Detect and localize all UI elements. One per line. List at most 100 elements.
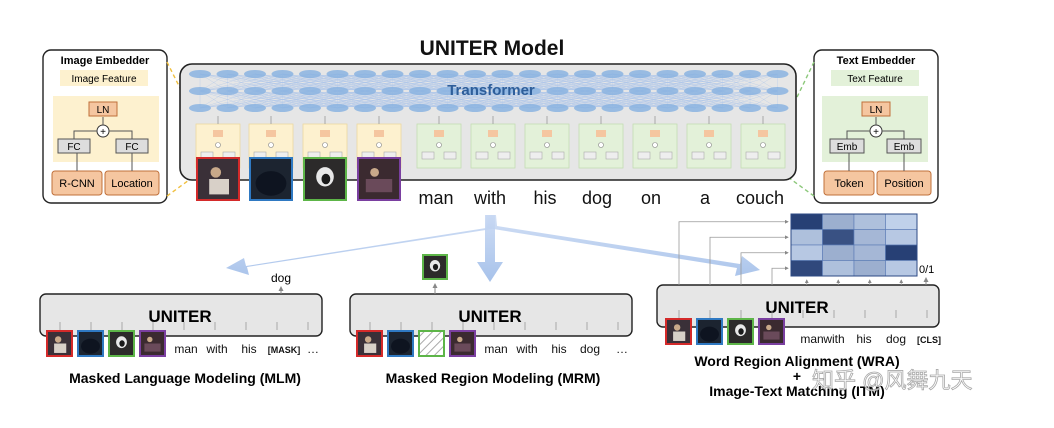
text-ln-box [861, 101, 891, 117]
attention-node [354, 104, 376, 112]
text-ln-label: LN [870, 105, 883, 116]
attention-node [629, 104, 651, 112]
attention-node [189, 104, 211, 112]
embedding-sub-block [691, 151, 705, 160]
embedding-plus-node [215, 142, 221, 148]
attention-node [546, 70, 569, 78]
text-plus-label: + [873, 127, 879, 138]
region-detail [457, 336, 463, 343]
image-ln-box [88, 101, 118, 117]
image-ln-label: LN [97, 105, 110, 116]
attention-node [574, 70, 596, 78]
embedding-sub-block [767, 151, 781, 160]
region-detail [454, 343, 471, 352]
attention-edge [199, 90, 256, 109]
text-token: with [822, 332, 844, 346]
embedding-plus-node [544, 142, 550, 148]
attention-node [711, 70, 734, 78]
attention-node [189, 87, 211, 95]
attention-node [409, 87, 431, 95]
transformer-label: Transformer [447, 82, 535, 99]
attention-node [326, 70, 349, 78]
region-detail [391, 338, 410, 354]
attention-edge [199, 73, 256, 92]
attention-node [601, 70, 624, 78]
text-token: his [551, 342, 566, 356]
attention-node [326, 104, 349, 112]
embedding-sub-block [637, 151, 651, 160]
embedding-ln-block [266, 130, 276, 137]
mlm-region-images [46, 322, 309, 357]
attention-node [299, 70, 321, 78]
region-detail [321, 173, 331, 185]
matrix-cell [853, 244, 886, 261]
attention-node [656, 70, 679, 78]
text-token: his [856, 332, 871, 346]
embedding-plus-node [706, 142, 712, 148]
embedding-plus-node [322, 142, 328, 148]
embedding-ln-block [488, 130, 498, 137]
text-emb2-label: Emb [894, 142, 915, 153]
text-token: [MASK] [268, 345, 301, 355]
attention-edge [722, 90, 778, 109]
attention-node [574, 104, 596, 112]
attention-node [519, 104, 541, 112]
matrix-cell [885, 229, 918, 246]
matrix-cell [853, 213, 886, 230]
attention-node [684, 87, 706, 95]
image-plus-label: + [100, 127, 106, 138]
attention-node [684, 104, 706, 112]
arrow-to-mrm [477, 215, 503, 282]
embedding-ln-block [758, 130, 768, 137]
embedding-plus-node [376, 142, 382, 148]
attention-node [766, 87, 789, 95]
image-rcnn-label: R-CNN [59, 178, 94, 190]
region-detail [255, 171, 287, 196]
embedding-sub-block [551, 151, 565, 160]
attention-node [436, 87, 459, 95]
embedding-ln-block [542, 130, 552, 137]
embedding-sub-block [745, 151, 759, 160]
attention-node [491, 87, 514, 95]
attention-node [436, 104, 459, 112]
matrix-cell [885, 213, 918, 230]
text-token: a [700, 188, 711, 208]
matrix-cell [853, 229, 886, 246]
image-fc2-label: FC [125, 142, 138, 153]
embedding-plus-node [760, 142, 766, 148]
image-embedder: Image Embedder Image Feature LN + FC FC … [42, 49, 168, 204]
attention-node [381, 70, 404, 78]
image-embedder-title: Image Embedder [61, 55, 150, 67]
region-detail [54, 343, 67, 353]
attention-edge [722, 73, 778, 92]
region-detail [673, 331, 686, 341]
attention-edge [199, 73, 283, 92]
arrow-to-wra [487, 215, 760, 276]
main-title: UNITER Model [420, 37, 565, 60]
embedding-plus-node [652, 142, 658, 148]
region-detail [209, 179, 229, 195]
region-detail [370, 168, 379, 177]
region-detail [210, 167, 222, 178]
matrix-cell [822, 260, 855, 277]
attention-node [711, 87, 734, 95]
wra-uniter-label: UNITER [765, 298, 828, 317]
attention-node [546, 87, 569, 95]
region-detail [738, 328, 744, 335]
text-token: with [205, 342, 227, 356]
matrix-cell [790, 229, 823, 246]
text-embedder-title: Text Embedder [837, 55, 916, 67]
attention-node [354, 70, 376, 78]
attention-node [189, 70, 211, 78]
mlm-uniter-label: UNITER [148, 307, 211, 326]
attention-node [739, 104, 761, 112]
mrm-caption: Masked Region Modeling (MRM) [386, 370, 601, 386]
embedding-sub-block [713, 151, 727, 160]
pretraining-arrows [226, 215, 760, 282]
watermark: 知乎 @风舞九天 [812, 368, 972, 393]
